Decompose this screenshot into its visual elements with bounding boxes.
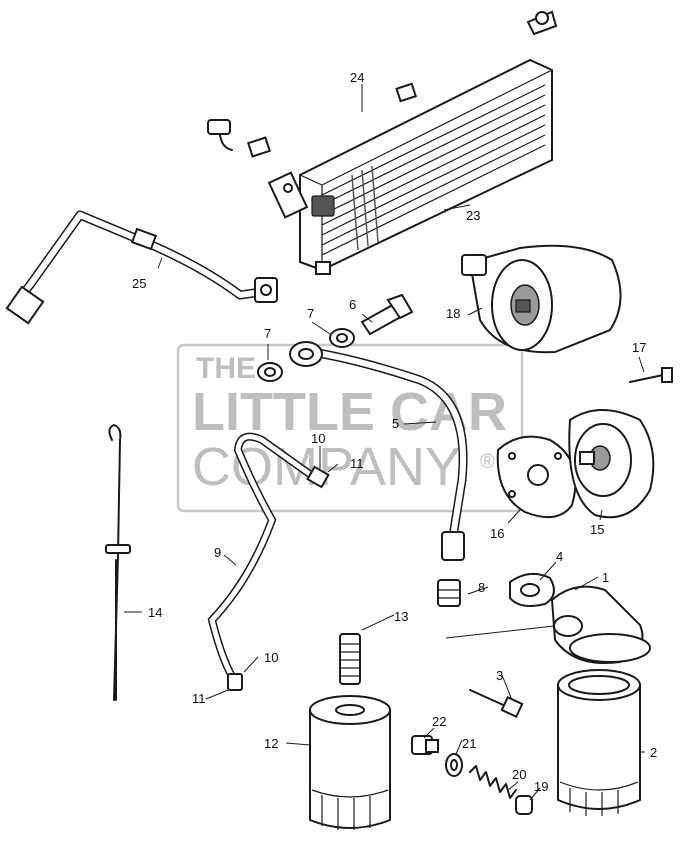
part-1-filter-head xyxy=(550,585,651,664)
part-15-pump-body xyxy=(568,409,655,519)
callout-15: 15 xyxy=(590,522,604,537)
callout-14: 14 xyxy=(148,605,162,620)
part-5-pipe xyxy=(289,341,468,561)
callout-23: 23 xyxy=(466,208,480,223)
watermark-registered-mark: ® xyxy=(480,451,495,473)
callout-1: 1 xyxy=(602,570,609,585)
callout-11-upper: 11 xyxy=(350,456,364,471)
part-13-stud xyxy=(339,633,361,685)
part-3-bolt xyxy=(469,689,524,719)
callout-4: 4 xyxy=(556,549,563,564)
leader-lines xyxy=(124,84,645,801)
part-14-dipstick xyxy=(105,424,131,701)
callout-10-upper: 10 xyxy=(311,431,325,446)
part-9-pipe xyxy=(207,432,330,691)
callout-22: 22 xyxy=(432,714,446,729)
part-20-spring xyxy=(469,765,517,799)
callout-3: 3 xyxy=(496,668,503,683)
callout-7-lower: 7 xyxy=(264,326,271,341)
callout-25: 25 xyxy=(132,276,146,291)
callout-13: 13 xyxy=(394,609,408,624)
part-19-valve xyxy=(515,795,533,815)
callout-9: 9 xyxy=(214,545,221,560)
callout-17: 17 xyxy=(632,340,646,355)
callout-8: 8 xyxy=(478,580,485,595)
part-7-washers xyxy=(257,328,355,382)
part-8-adapter xyxy=(437,579,461,607)
callout-6: 6 xyxy=(349,297,356,312)
part-17-bolt xyxy=(629,367,673,383)
part-24-cooler-hose xyxy=(207,10,558,158)
callout-19: 19 xyxy=(534,779,548,794)
callout-20: 20 xyxy=(512,767,526,782)
callout-18: 18 xyxy=(446,306,460,321)
callout-10-lower: 10 xyxy=(264,650,278,665)
watermark-line-3: COMPANY xyxy=(192,437,461,497)
callout-24: 24 xyxy=(350,70,364,85)
callout-21: 21 xyxy=(462,736,476,751)
part-25-pipe xyxy=(5,210,278,325)
callouts: 24 23 25 18 6 7 7 5 10 11 9 10 11 14 13 … xyxy=(132,70,657,794)
part-18-oil-pump xyxy=(461,244,622,354)
part-22-plug xyxy=(411,735,439,755)
part-23-oil-cooler xyxy=(267,58,553,275)
callout-2: 2 xyxy=(650,745,657,760)
watermark: THE LITTLE CAR COMPANY ® xyxy=(176,343,524,513)
part-16-gasket xyxy=(496,435,577,519)
part-12-oil-filter xyxy=(309,695,391,830)
callout-5: 5 xyxy=(392,416,399,431)
part-4-gasket xyxy=(509,572,555,607)
watermark-line-1: THE xyxy=(196,352,256,385)
callout-12: 12 xyxy=(264,736,278,751)
callout-11-lower: 11 xyxy=(192,691,206,706)
part-21-washer xyxy=(445,753,463,777)
callout-16: 16 xyxy=(490,526,504,541)
part-6-banjo-bolt xyxy=(360,293,414,336)
callout-7-upper: 7 xyxy=(307,306,314,321)
part-2-oil-filter xyxy=(557,669,641,816)
